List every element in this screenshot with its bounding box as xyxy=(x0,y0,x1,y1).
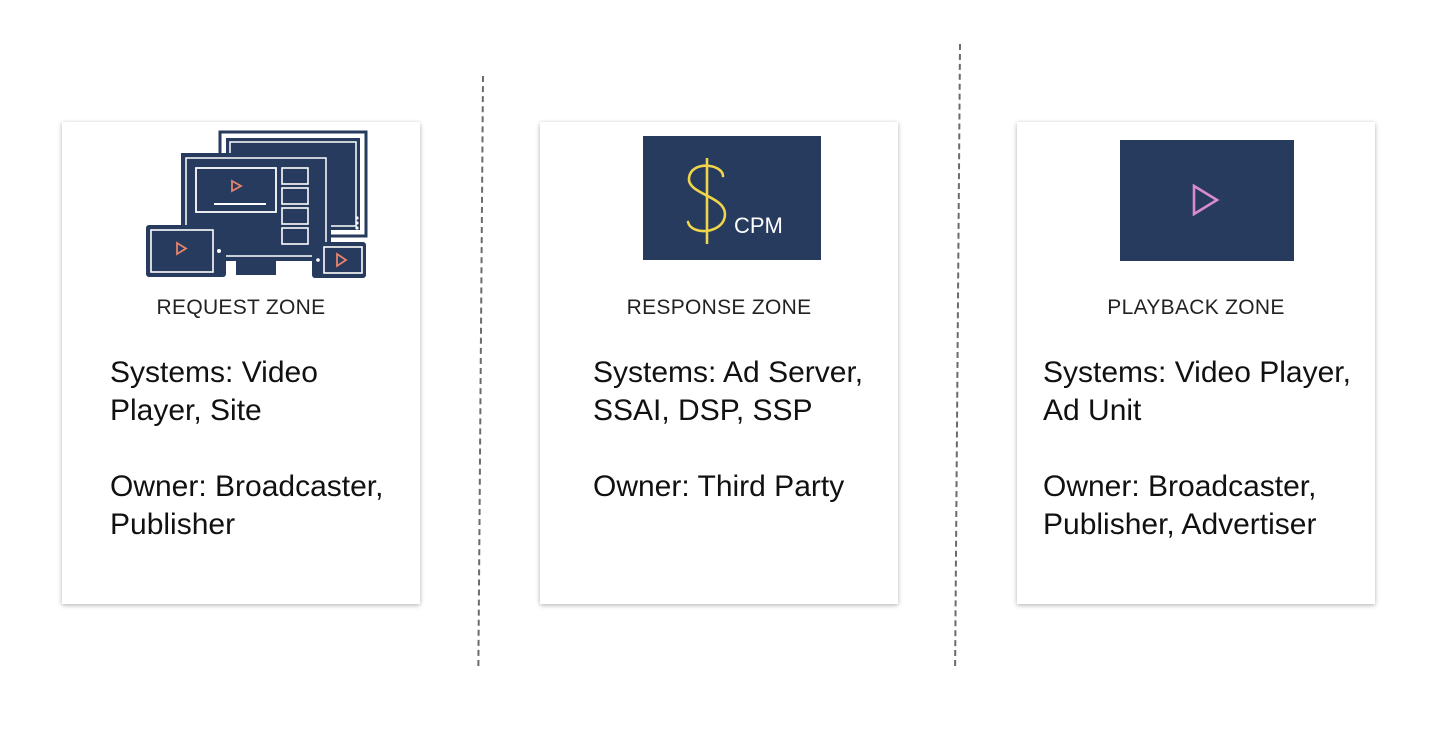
owner-text: Owner: Third Party xyxy=(593,468,888,506)
zone-title: PLAYBACK ZONE xyxy=(1107,296,1285,319)
systems-value: Ad Server, SSAI, DSP, SSP xyxy=(593,356,864,427)
zone-divider-1 xyxy=(477,76,484,666)
dollar-cpm-icon: CPM xyxy=(540,122,898,282)
owner-value: Broadcaster, Publisher xyxy=(110,470,384,541)
systems-text: Systems: Video Player, Site xyxy=(110,354,410,430)
systems-value: Video Player, Site xyxy=(110,356,318,427)
systems-text: Systems: Video Player, Ad Unit xyxy=(1043,354,1369,430)
systems-value: Video Player, Ad Unit xyxy=(1043,356,1351,427)
systems-label: Systems: xyxy=(593,356,717,389)
zone-title: RESPONSE ZONE xyxy=(626,296,812,319)
systems-label: Systems: xyxy=(1043,356,1167,389)
zone-title: REQUEST ZONE xyxy=(156,296,326,319)
owner-label: Owner: xyxy=(110,470,207,503)
owner-text: Owner: Broadcaster, Publisher, Advertise… xyxy=(1043,468,1369,544)
play-icon xyxy=(1017,122,1375,282)
devices-icon xyxy=(62,122,420,282)
owner-value: Third Party xyxy=(697,470,845,503)
response-zone-card: CPM RESPONSE ZONE Systems: Ad Server, SS… xyxy=(540,122,898,604)
playback-zone-card: PLAYBACK ZONE Systems: Video Player, Ad … xyxy=(1017,122,1375,604)
owner-value: Broadcaster, Publisher, Advertiser xyxy=(1043,470,1317,541)
zone-divider-2 xyxy=(954,44,961,666)
owner-label: Owner: xyxy=(593,470,690,503)
cpm-label: CPM xyxy=(734,213,783,238)
request-zone-card: REQUEST ZONE Systems: Video Player, Site… xyxy=(62,122,420,604)
owner-label: Owner: xyxy=(1043,470,1140,503)
owner-text: Owner: Broadcaster, Publisher xyxy=(110,468,410,544)
systems-text: Systems: Ad Server, SSAI, DSP, SSP xyxy=(593,354,888,430)
systems-label: Systems: xyxy=(110,356,234,389)
